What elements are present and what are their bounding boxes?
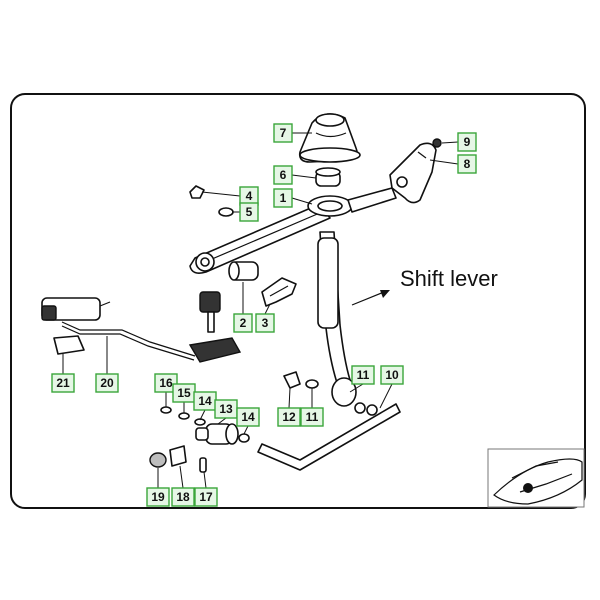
clip-part (189, 185, 205, 199)
diagram-frame (10, 93, 586, 509)
callout-19: 19 (146, 487, 170, 507)
clip-bracket-part (261, 277, 297, 307)
callout-7: 7 (273, 123, 293, 143)
callout-label: 19 (151, 490, 165, 504)
callout-label: 11 (306, 410, 319, 424)
callout-16: 16 (154, 373, 178, 393)
shift-boot-part (298, 113, 361, 163)
car-location-inset (487, 448, 585, 508)
callout-label: 16 (159, 376, 173, 390)
callout-label: 9 (464, 135, 471, 149)
callout-8: 8 (457, 154, 477, 174)
callout-label: 14 (241, 410, 255, 424)
callout-11: 11 (351, 365, 375, 385)
callout-label: 3 (262, 316, 269, 330)
callout-label: 6 (280, 168, 287, 182)
callout-6: 6 (273, 165, 293, 185)
callout-14: 14 (236, 407, 260, 427)
callout-13: 13 (214, 399, 238, 419)
callout-9: 9 (457, 132, 477, 152)
leader-lines (62, 132, 459, 489)
joint-part (195, 423, 239, 445)
lock-cylinder-part (188, 291, 242, 363)
cable-part (61, 321, 196, 361)
shift-lever-annotation: Shift lever (400, 266, 498, 291)
callout-label: 10 (385, 368, 399, 382)
callout-label: 7 (280, 126, 287, 140)
callout-label: 18 (176, 490, 190, 504)
callout-label: 17 (199, 490, 213, 504)
callout-label: 14 (198, 394, 212, 408)
callout-10: 10 (380, 365, 404, 385)
callout-20: 20 (95, 373, 119, 393)
shift-lever-part (317, 231, 357, 407)
callout-label: 12 (282, 410, 296, 424)
washer-part (160, 406, 250, 443)
callout-2: 2 (233, 313, 253, 333)
callout-label: 1 (280, 191, 287, 205)
callout-label: 4 (246, 189, 253, 203)
callout-1: 1 (273, 188, 293, 208)
callout-label: 15 (177, 386, 191, 400)
bracket-part (389, 142, 437, 204)
annotation-arrow (351, 290, 390, 306)
switch-part (41, 297, 111, 355)
bushing-part (149, 445, 207, 473)
callout-17: 17 (194, 487, 218, 507)
nut-part (432, 138, 442, 148)
selector-arm-part (189, 187, 397, 274)
callout-label: 2 (240, 316, 247, 330)
rubber-mount-part (228, 261, 259, 281)
callout-12: 12 (277, 407, 301, 427)
callout-label: 5 (246, 205, 253, 219)
callout-label: 11 (357, 368, 370, 382)
callout-label: 21 (56, 376, 70, 390)
callout-3: 3 (255, 313, 275, 333)
callout-5: 5 (239, 202, 259, 222)
callout-18: 18 (171, 487, 195, 507)
callout-label: 20 (100, 376, 114, 390)
callout-11: 11 (300, 407, 324, 427)
washer-part (218, 207, 234, 217)
callout-21: 21 (51, 373, 75, 393)
callout-14: 14 (193, 391, 217, 411)
bushing-part (315, 167, 341, 187)
callout-label: 13 (219, 402, 233, 416)
callout-15: 15 (172, 383, 196, 403)
callout-label: 8 (464, 157, 471, 171)
location-marker (523, 483, 533, 493)
